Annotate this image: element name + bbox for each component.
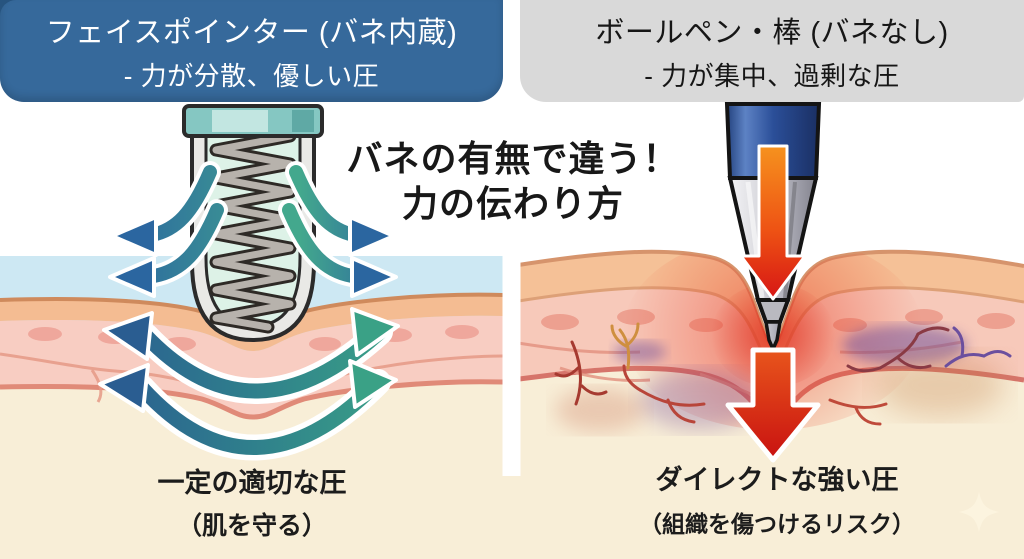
caption-left-line1: 一定の適切な圧 bbox=[157, 468, 347, 498]
banner-left-subtitle: - 力が分散、優しい圧 bbox=[123, 61, 380, 91]
caption-left-line2: （肌を守る） bbox=[176, 512, 327, 540]
banner-face-pointer: フェイスポインター (バネ内蔵) - 力が分散、優しい圧 bbox=[0, 0, 503, 102]
damaged-vessels bbox=[554, 322, 1012, 426]
caption-right-line2: （組織を傷つけるリスク） bbox=[639, 511, 915, 537]
sparkle-icon bbox=[959, 492, 999, 532]
caption-direct-pressure: ダイレクトな強い圧 （組織を傷つけるリスク） bbox=[592, 458, 962, 539]
main-title: バネの有無で違う！ 力の伝わり方 bbox=[330, 136, 696, 227]
right-panel bbox=[503, 102, 1024, 559]
main-title-line1: バネの有無で違う！ bbox=[346, 138, 680, 179]
banner-ballpoint-pen: ボールペン・棒 (バネなし) - 力が集中、過剰な圧 bbox=[520, 0, 1024, 102]
pen-tip bbox=[764, 320, 782, 351]
banner-right-subtitle: - 力が集中、過剰な圧 bbox=[644, 61, 900, 91]
pen-tip-holder bbox=[755, 298, 791, 324]
caption-gentle-pressure: 一定の適切な圧 （肌を守る） bbox=[72, 461, 432, 542]
downward-force-arrow-skin bbox=[725, 347, 821, 463]
main-title-line2: 力の伝わり方 bbox=[401, 183, 624, 225]
banner-right-title: ボールペン・棒 (バネなし) bbox=[595, 17, 949, 49]
dispersed-force-arrows bbox=[108, 161, 398, 298]
panel-divider bbox=[502, 102, 521, 476]
skin-force-wave-arrows bbox=[98, 307, 400, 461]
left-panel bbox=[0, 104, 511, 559]
ballpoint-pen-illustration bbox=[724, 102, 822, 351]
banner-left-title: フェイスポインター (バネ内蔵) bbox=[45, 17, 458, 49]
pointer-cap bbox=[182, 104, 324, 138]
downward-force-arrow-pen bbox=[739, 144, 807, 301]
caption-right-line1: ダイレクトな強い圧 bbox=[655, 465, 899, 495]
